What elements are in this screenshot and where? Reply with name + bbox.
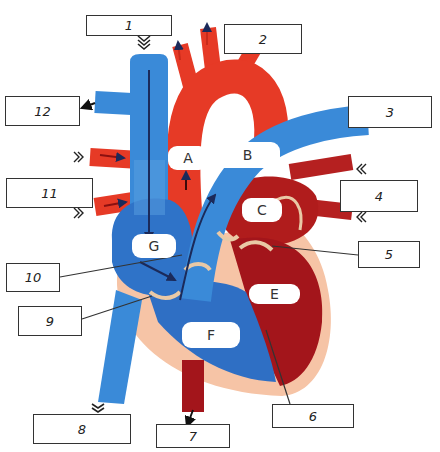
callout-box: 12: [5, 96, 80, 126]
flow-arrow: [206, 24, 208, 45]
callout-box: 11: [6, 178, 93, 208]
callout-number: 3: [386, 105, 394, 120]
callout-number: 12: [34, 104, 51, 119]
leader-line: [82, 296, 152, 319]
callout-number: 10: [25, 270, 42, 285]
pulmonary-vein: [290, 162, 352, 172]
flow-arrow: [185, 172, 187, 190]
callout-number: 2: [259, 32, 267, 47]
callout-number: 9: [46, 314, 54, 329]
region-letter: B: [243, 147, 253, 163]
region-label: C: [242, 198, 282, 222]
callout-box: 6: [272, 404, 354, 428]
callout-number: 5: [385, 247, 393, 262]
aortic-valve: [218, 232, 238, 239]
tricuspid-valve: [150, 292, 180, 298]
region-label: G: [132, 234, 176, 258]
callout-number: 1: [125, 18, 133, 33]
region-label: E: [249, 284, 300, 304]
flow-chevrons: [74, 152, 83, 162]
region-label: F: [182, 322, 240, 348]
region-label: A: [168, 146, 208, 170]
leader-line: [272, 246, 358, 255]
flow-arrow: [100, 155, 124, 158]
mitral-valve: [240, 242, 272, 250]
flow-arrow: [140, 262, 175, 280]
descending-aorta: [182, 360, 204, 412]
callout-box: 10: [6, 263, 60, 292]
callout-box: 4: [340, 180, 418, 212]
callout-box: 8: [33, 414, 131, 444]
callout-box: 3: [348, 96, 432, 128]
flow-chevrons: [357, 164, 366, 174]
region-label: B: [215, 142, 280, 168]
callout-box: 1: [86, 15, 172, 36]
callout-box: 5: [358, 241, 420, 268]
callout-box: 9: [18, 306, 82, 336]
callout-box: 7: [156, 424, 230, 448]
flow-chevrons: [357, 212, 366, 222]
callout-number: 7: [189, 429, 197, 444]
callout-number: 8: [78, 422, 86, 437]
callout-number: 4: [375, 189, 383, 204]
flow-chevrons: [92, 404, 104, 412]
callout-number: 6: [309, 409, 317, 424]
leader-line: [266, 330, 290, 404]
heart-wall: [117, 220, 331, 396]
flow-arrow: [180, 195, 215, 300]
flow-arrow: [82, 103, 95, 108]
region-letter: A: [183, 150, 193, 166]
leader-line: [60, 255, 182, 277]
flow-chevrons: [138, 36, 150, 49]
region-letter: C: [257, 202, 267, 218]
callout-number: 11: [41, 186, 58, 201]
region-letter: E: [270, 286, 279, 302]
flow-chevrons: [74, 208, 83, 218]
flow-arrow: [178, 42, 180, 60]
region-letter: G: [149, 238, 160, 254]
flow-arrow: [148, 70, 150, 240]
flow-arrow: [104, 202, 126, 206]
region-letter: F: [207, 327, 215, 343]
callout-box: 2: [224, 24, 302, 54]
